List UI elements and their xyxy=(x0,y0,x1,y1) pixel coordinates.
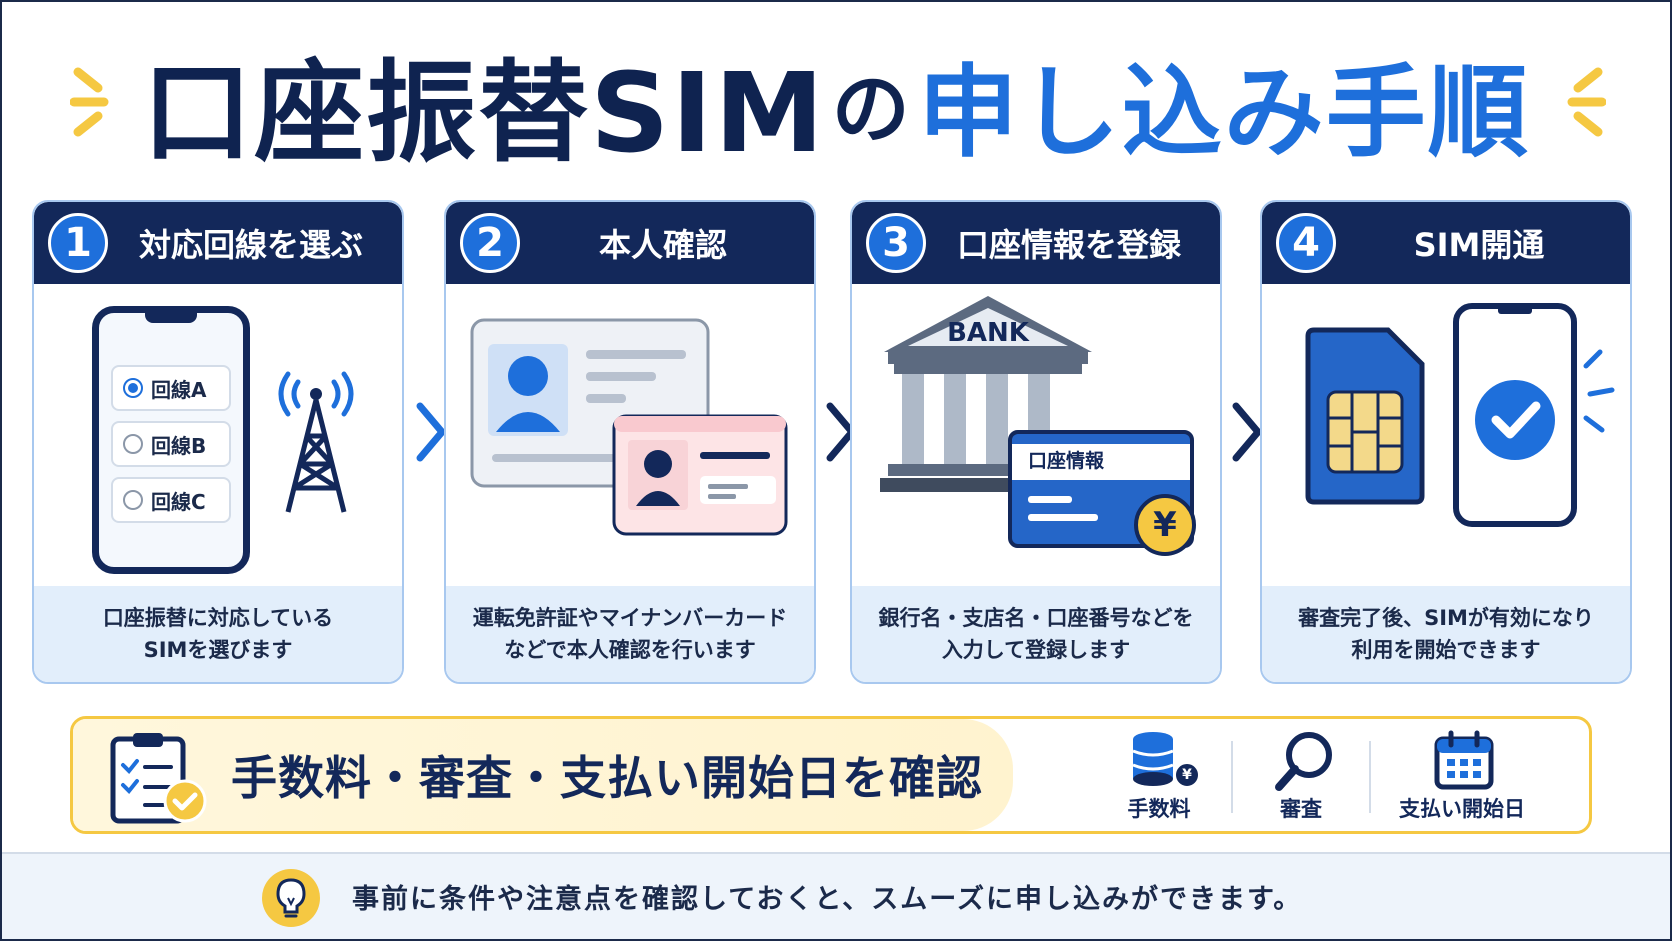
bank-label: BANK xyxy=(947,318,1029,348)
desc-line: 審査完了後、SIMが有効になり xyxy=(1298,606,1594,630)
chevron-right-icon xyxy=(1232,402,1262,462)
line-option-label: 回線A xyxy=(151,377,207,402)
sparkle-right-icon xyxy=(1567,67,1606,137)
step-description-1: 口座振替に対応している SIMを選びます xyxy=(34,586,402,682)
title-particle: の xyxy=(831,65,912,155)
step-number-2: 2 xyxy=(460,213,520,273)
confirm-banner: 手数料・審査・支払い開始日を確認 ¥ 手数料 審査 支 xyxy=(70,716,1592,834)
yen-badge-icon: ¥ xyxy=(1173,761,1201,789)
footer-tip: 事前に条件や注意点を確認しておくと、スムーズに申し込みができます。 xyxy=(2,852,1670,939)
step-illustration-1: 回線A 回線B 回線C xyxy=(34,286,402,588)
step-card-2: 2 本人確認 運転免許証やマイナンバーカード などで本人確認を行います xyxy=(444,200,816,684)
step-card-4: 4 SIM開通 審査完了後、SIMが有効になり 利用を開始できます xyxy=(1260,200,1632,684)
step-title-2: 本人確認 xyxy=(598,226,727,264)
step-number-4: 4 xyxy=(1276,213,1336,273)
step-description-3: 銀行名・支店名・口座番号などを 入力して登録します xyxy=(852,586,1220,682)
desc-line: などで本人確認を行います xyxy=(504,638,756,662)
step-card-3: 3 口座情報を登録 BANK 口座情報 ¥ 銀行名・支店名・口座番号などを 入力… xyxy=(850,200,1222,684)
start-date-label: 支払い開始日 xyxy=(1399,797,1525,821)
line-option-label: 回線B xyxy=(151,433,207,458)
review-label: 審査 xyxy=(1280,797,1322,821)
sim-card-icon xyxy=(1305,327,1425,505)
step-number-1: 1 xyxy=(48,213,108,273)
account-card-label: 口座情報 xyxy=(1028,450,1105,472)
line-option-a[interactable]: 回線A xyxy=(111,365,231,411)
radio-icon xyxy=(123,490,143,510)
confirm-banner-highlight xyxy=(73,719,1013,831)
page-title: 口座振替SIM の 申し込み手順 xyxy=(0,38,1672,177)
line-option-c[interactable]: 回線C xyxy=(111,477,231,523)
step-number-3: 3 xyxy=(866,213,926,273)
desc-line: 銀行名・支店名・口座番号などを xyxy=(878,606,1194,630)
lightbulb-icon xyxy=(262,869,320,927)
id-cards-icon xyxy=(470,318,788,536)
phone-icon: 回線A 回線B 回線C xyxy=(92,306,250,574)
yen-coin-icon: ¥ xyxy=(1134,494,1196,556)
step-title-3: 口座情報を登録 xyxy=(956,226,1181,264)
desc-line: 入力して登録します xyxy=(941,638,1131,662)
step-header-4: 4 SIM開通 xyxy=(1262,202,1630,284)
sparkle-left-icon xyxy=(70,67,109,137)
line-option-b[interactable]: 回線B xyxy=(111,421,231,467)
desc-line: SIMを選びます xyxy=(143,638,293,662)
step-header-3: 3 口座情報を登録 xyxy=(852,202,1220,284)
fee-label: 手数料 xyxy=(1127,797,1191,821)
calendar-icon xyxy=(1434,730,1494,790)
fee-item: ¥ 手数料 xyxy=(1089,729,1229,825)
step-illustration-3: BANK 口座情報 ¥ xyxy=(852,286,1220,588)
title-dark-part: 口座振替SIM xyxy=(142,49,826,177)
desc-line: 運転免許証やマイナンバーカード xyxy=(472,606,788,630)
divider xyxy=(1231,741,1233,813)
step-title-1: 対応回線を選ぶ xyxy=(138,226,363,264)
step-illustration-4 xyxy=(1262,286,1630,588)
bank-building-icon xyxy=(880,296,1096,492)
desc-line: 利用を開始できます xyxy=(1351,638,1541,662)
step-description-4: 審査完了後、SIMが有効になり 利用を開始できます xyxy=(1262,586,1630,682)
title-blue-part: 申し込み手順 xyxy=(917,53,1530,171)
step-header-2: 2 本人確認 xyxy=(446,202,814,284)
cell-tower-icon xyxy=(278,371,354,513)
line-option-label: 回線C xyxy=(151,489,206,514)
step-card-1: 1 対応回線を選ぶ 回線A 回線B 回線C xyxy=(32,200,404,684)
radio-selected-icon xyxy=(123,378,143,398)
magnifier-icon xyxy=(1275,732,1332,791)
phone-check-icon xyxy=(1453,303,1615,527)
review-item: 審査 xyxy=(1231,729,1371,825)
step-header-1: 1 対応回線を選ぶ xyxy=(34,202,402,284)
start-date-item: 支払い開始日 xyxy=(1387,729,1537,825)
coin-stack-icon xyxy=(1132,732,1174,786)
divider xyxy=(1369,741,1371,813)
footer-tip-text: 事前に条件や注意点を確認しておくと、スムーズに申し込みができます。 xyxy=(352,884,1303,915)
desc-line: 口座振替に対応している xyxy=(102,606,334,630)
step-title-4: SIM開通 xyxy=(1413,226,1545,264)
chevron-right-icon xyxy=(416,402,446,462)
radio-icon xyxy=(123,434,143,454)
step-description-2: 運転免許証やマイナンバーカード などで本人確認を行います xyxy=(446,586,814,682)
clipboard-check-icon xyxy=(110,733,207,824)
step-illustration-2 xyxy=(446,286,814,588)
confirm-heading: 手数料・審査・支払い開始日を確認 xyxy=(231,751,983,805)
